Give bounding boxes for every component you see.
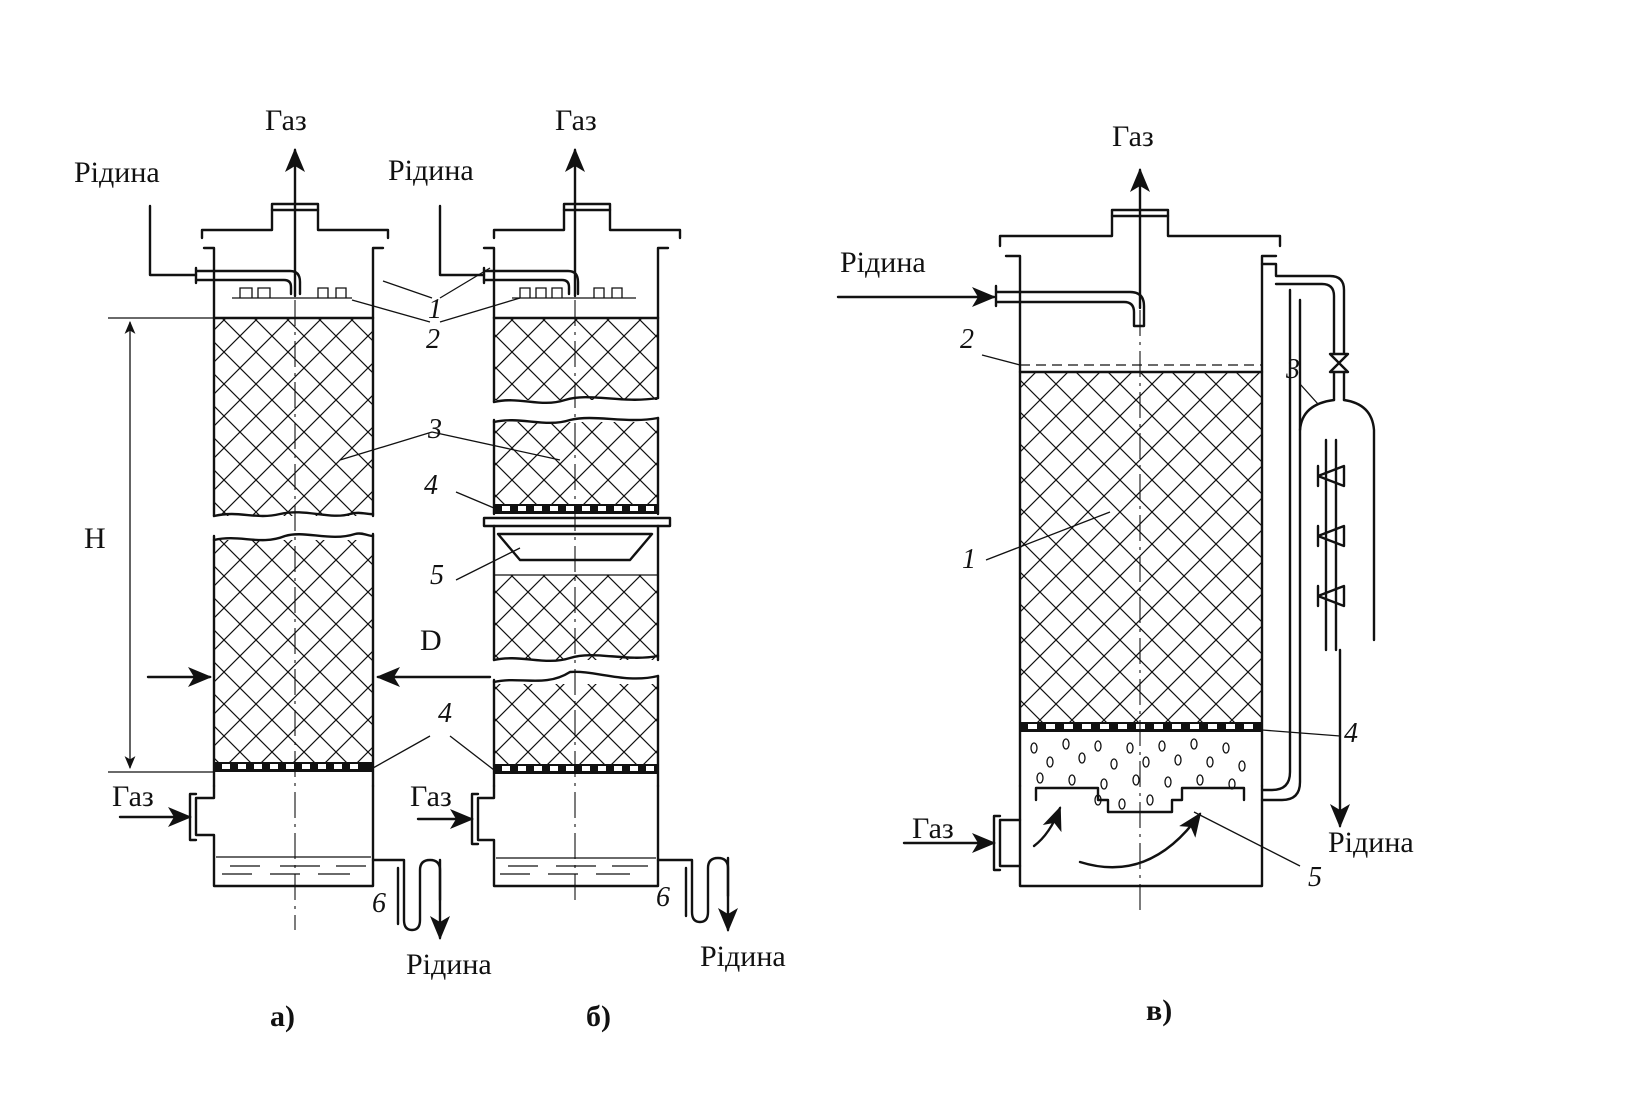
column-b-gas-out-label: Газ xyxy=(555,104,597,137)
callout-4-b: 4 xyxy=(424,470,438,501)
callout-4-v: 4 xyxy=(1344,718,1358,749)
caption-b: б) xyxy=(586,1000,611,1033)
callout-6-a: 6 xyxy=(372,888,386,919)
column-b-liquid-out-label: Рідина xyxy=(700,940,786,973)
column-b-gas-in-label: Газ xyxy=(410,780,452,813)
height-dimension-label: H xyxy=(84,522,106,555)
callout-5-b: 5 xyxy=(430,560,444,591)
column-v-gas-out-label: Газ xyxy=(1112,120,1154,153)
callout-3-v: 3 xyxy=(1285,354,1300,385)
callout-2-v: 2 xyxy=(960,324,974,355)
column-a-gas-in-label: Газ xyxy=(112,780,154,813)
caption-a: а) xyxy=(270,1000,295,1033)
callout-6-b: 6 xyxy=(656,882,670,913)
callout-5-v: 5 xyxy=(1308,862,1322,893)
diameter-dimension-label: D xyxy=(420,624,442,657)
callout-3-ab: 3 xyxy=(427,414,442,445)
callout-1-v: 1 xyxy=(962,544,976,575)
callout-2-ab: 2 xyxy=(426,324,440,355)
column-v xyxy=(836,168,1376,910)
caption-v: в) xyxy=(1146,994,1172,1027)
column-v-liquid-out-label: Рідина xyxy=(1328,826,1414,859)
column-a-gas-out-label: Газ xyxy=(265,104,307,137)
callout-4-ab: 4 xyxy=(438,698,452,729)
column-v-gas-in-label: Газ xyxy=(912,812,954,845)
callout-1-ab: 1 xyxy=(428,294,442,325)
column-a-liquid-in-label: Рідина xyxy=(74,156,160,189)
column-a xyxy=(108,148,492,940)
column-a-liquid-out-label: Рідина xyxy=(406,948,492,981)
column-b xyxy=(416,148,738,932)
column-v-liquid-in-label: Рідина xyxy=(840,246,926,279)
column-b-liquid-in-label: Рідина xyxy=(388,154,474,187)
